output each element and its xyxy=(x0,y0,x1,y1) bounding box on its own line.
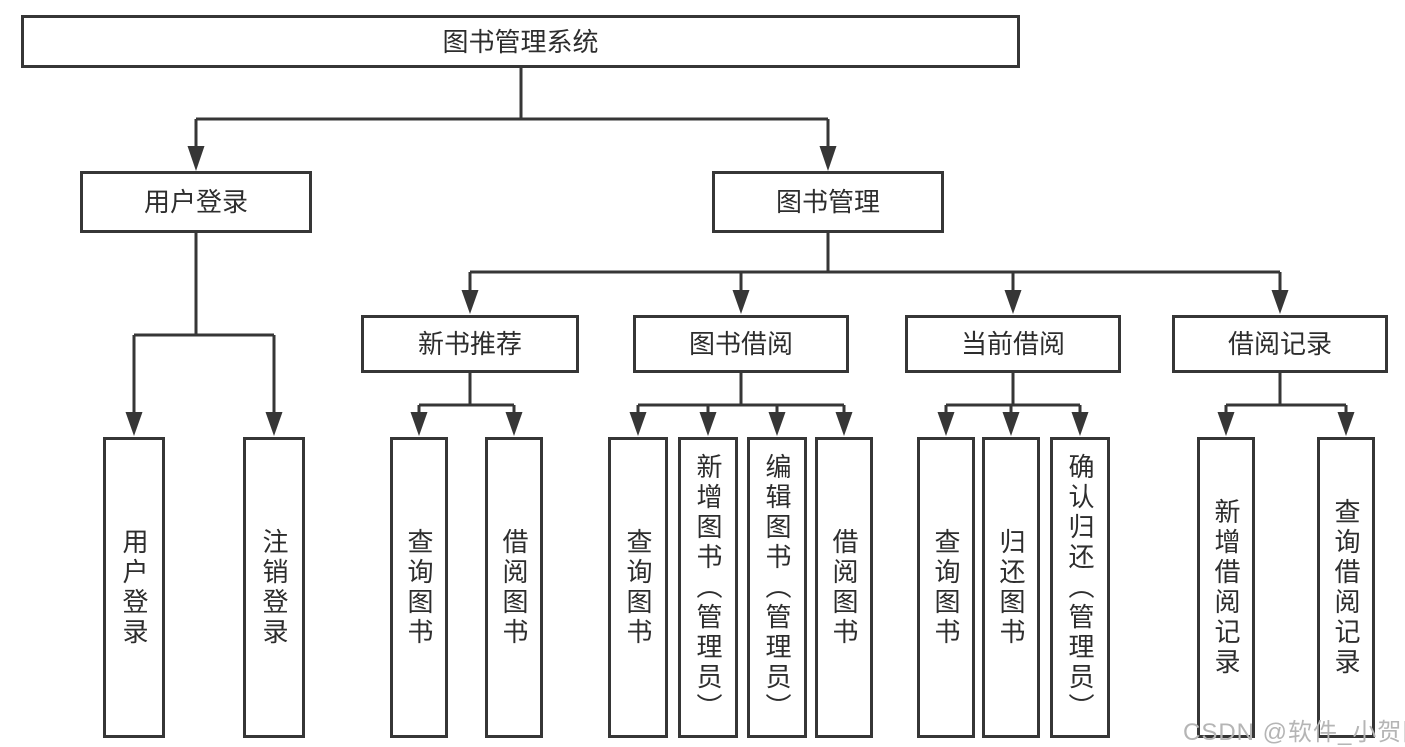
leaf-cb-query-books: 查询图书 xyxy=(917,437,975,738)
node-label: 图书管理 xyxy=(775,187,880,217)
arrowhead-icon xyxy=(835,412,853,436)
arrowhead-icon xyxy=(505,412,523,436)
connector-user-login-to-leaves xyxy=(125,232,283,436)
arrowhead-icon xyxy=(1004,290,1022,314)
leaf-br-add-record: 新增借阅记录 xyxy=(1197,437,1255,738)
node-label: 借阅图书 xyxy=(829,527,859,648)
node-label: 图书借阅 xyxy=(688,329,793,359)
node-book-management: 图书管理 xyxy=(712,171,944,233)
connector-current-borrowing-to-leaves xyxy=(937,373,1089,436)
connector-root-to-level2 xyxy=(187,68,837,171)
leaf-bb-add-books-admin: 新增图书（管理员） xyxy=(678,437,738,738)
node-label: 查询图书 xyxy=(404,527,434,648)
leaf-nbr-borrow-books: 借阅图书 xyxy=(485,437,543,738)
node-label: 编辑图书（管理员） xyxy=(762,452,792,723)
arrowhead-icon xyxy=(410,412,428,436)
leaf-nbr-query-books: 查询图书 xyxy=(390,437,448,738)
arrowhead-icon xyxy=(125,412,143,436)
node-label: 查询图书 xyxy=(623,527,653,648)
node-current-borrowing: 当前借阅 xyxy=(905,315,1121,373)
arrowhead-icon xyxy=(937,412,955,436)
node-new-book-recommend: 新书推荐 xyxy=(361,315,579,373)
node-label: 查询图书 xyxy=(931,527,961,648)
node-borrow-records: 借阅记录 xyxy=(1172,315,1388,373)
arrowhead-icon xyxy=(1337,412,1355,436)
node-label: 用户登录 xyxy=(119,527,149,648)
leaf-br-query-record: 查询借阅记录 xyxy=(1317,437,1375,738)
node-book-borrowing: 图书借阅 xyxy=(633,315,849,373)
arrowhead-icon xyxy=(1071,412,1089,436)
arrowhead-icon xyxy=(187,146,205,171)
connector-book-borrowing-to-leaves xyxy=(629,373,853,436)
node-label: 归还图书 xyxy=(996,527,1026,648)
node-label: 图书管理系统 xyxy=(442,26,599,57)
leaf-bb-query-books: 查询图书 xyxy=(608,437,668,738)
leaf-bb-borrow-books: 借阅图书 xyxy=(815,437,873,738)
arrowhead-icon xyxy=(1002,412,1020,436)
node-label: 确认归还（管理员） xyxy=(1065,452,1095,723)
node-library-management-system: 图书管理系统 xyxy=(21,15,1020,68)
leaf-logout: 注销登录 xyxy=(243,437,305,738)
leaf-bb-edit-books-admin: 编辑图书（管理员） xyxy=(747,437,807,738)
connector-borrow-records-to-leaves xyxy=(1217,373,1355,436)
node-label: 借阅记录 xyxy=(1227,329,1332,359)
arrowhead-icon xyxy=(265,412,283,436)
arrowhead-icon xyxy=(1271,290,1289,314)
arrowhead-icon xyxy=(732,290,750,314)
leaf-cb-return-books: 归还图书 xyxy=(982,437,1040,738)
node-label: 注销登录 xyxy=(259,527,289,648)
node-label: 新增借阅记录 xyxy=(1211,497,1241,678)
node-label: 新书推荐 xyxy=(417,329,522,359)
arrowhead-icon xyxy=(768,412,786,436)
node-label: 用户登录 xyxy=(143,187,248,217)
node-label: 当前借阅 xyxy=(960,329,1065,359)
watermark: CSDN @软件_小贺同学 xyxy=(1183,719,1405,746)
node-label: 查询借阅记录 xyxy=(1331,497,1361,678)
connector-new-book-to-leaves xyxy=(410,373,523,436)
leaf-user-login: 用户登录 xyxy=(103,437,165,738)
node-label: 新增图书（管理员） xyxy=(693,452,723,723)
node-user-login: 用户登录 xyxy=(80,171,312,233)
arrowhead-icon xyxy=(629,412,647,436)
connector-book-management-to-level3 xyxy=(461,232,1289,314)
leaf-cb-confirm-return-admin: 确认归还（管理员） xyxy=(1050,437,1110,738)
arrowhead-icon xyxy=(1217,412,1235,436)
arrowhead-icon xyxy=(461,290,479,314)
node-label: 借阅图书 xyxy=(499,527,529,648)
arrowhead-icon xyxy=(819,146,837,171)
arrowhead-icon xyxy=(699,412,717,436)
